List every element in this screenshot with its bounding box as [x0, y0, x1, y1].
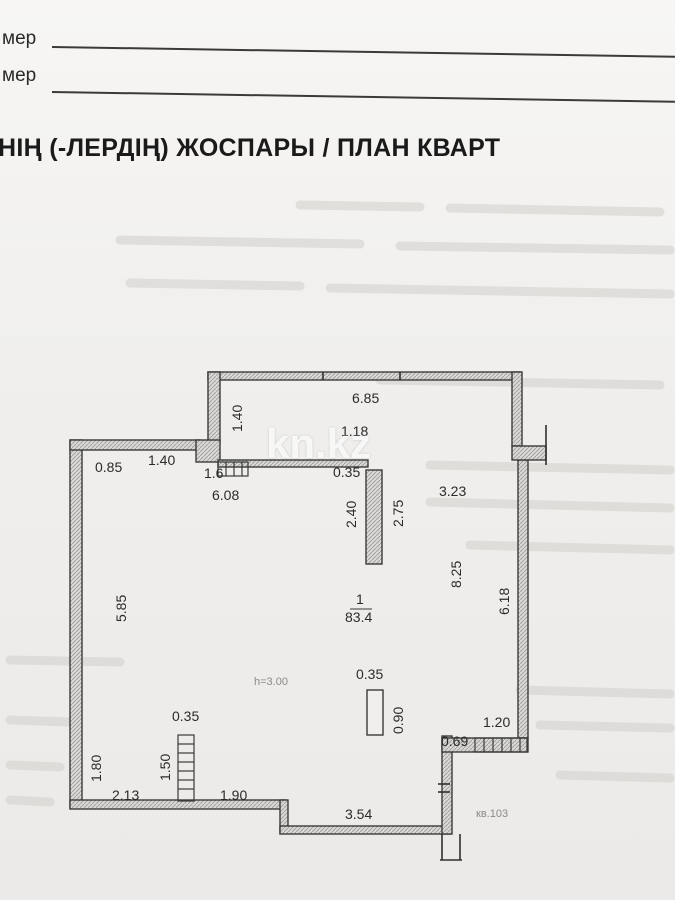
dim-0-35-mid: 0.35	[356, 666, 384, 682]
dim-1-6: 1.6	[204, 465, 224, 481]
dim-0-85: 0.85	[95, 459, 123, 475]
wall-bottom-center	[279, 825, 451, 835]
wall-bottom-right-vertical	[441, 735, 453, 835]
dim-1-40-left: 1.40	[148, 452, 176, 468]
dim-0-35-top: 0.35	[333, 464, 361, 480]
dim-8-25: 8.25	[448, 560, 464, 588]
wall-right-stub	[511, 445, 547, 461]
dim-2-40: 2.40	[343, 500, 359, 528]
wall-upper-left	[69, 439, 201, 451]
dim-2-13: 2.13	[112, 787, 140, 803]
wall-corner-block	[195, 439, 221, 463]
dim-6-18: 6.18	[496, 587, 512, 615]
dim-1-50: 1.50	[157, 753, 173, 781]
dim-6-08: 6.08	[212, 487, 240, 503]
form-label-1: мер	[2, 28, 37, 49]
center-column	[365, 469, 383, 565]
wall-left	[69, 439, 83, 809]
wall-right	[517, 459, 529, 739]
dim-1-20: 1.20	[483, 714, 511, 730]
wall-annex-right	[511, 371, 523, 447]
wall-annex-left	[207, 371, 221, 443]
dim-1-18: 1.18	[341, 423, 369, 439]
small-column	[366, 689, 384, 736]
watermark-logo: kn.kz	[266, 420, 372, 467]
wall-top	[207, 371, 521, 381]
dim-1-40-top: 1.40	[229, 404, 245, 432]
dim-0-69: 0.69	[441, 733, 469, 749]
apartment-ref: кв.103	[476, 808, 509, 820]
dim-3-23: 3.23	[439, 483, 467, 499]
form-label-2: мер	[2, 65, 37, 86]
dim-3-54: 3.54	[345, 806, 373, 822]
plan-heading: НІҢ (-ЛЕРДІҢ) ЖОСПАРЫ / ПЛАН КВАРТ	[0, 134, 501, 162]
dim-2-75: 2.75	[390, 499, 406, 527]
dim-6-85: 6.85	[352, 390, 380, 406]
room-height: h=3.00	[254, 676, 288, 688]
dim-0-90: 0.90	[390, 706, 406, 734]
dim-1-80: 1.80	[88, 754, 104, 782]
room-area: 83.4	[345, 609, 373, 625]
dim-0-35-left: 0.35	[172, 708, 200, 724]
room-number: 1	[356, 591, 364, 607]
dim-5-85: 5.85	[113, 594, 129, 622]
dim-1-90: 1.90	[220, 787, 248, 803]
